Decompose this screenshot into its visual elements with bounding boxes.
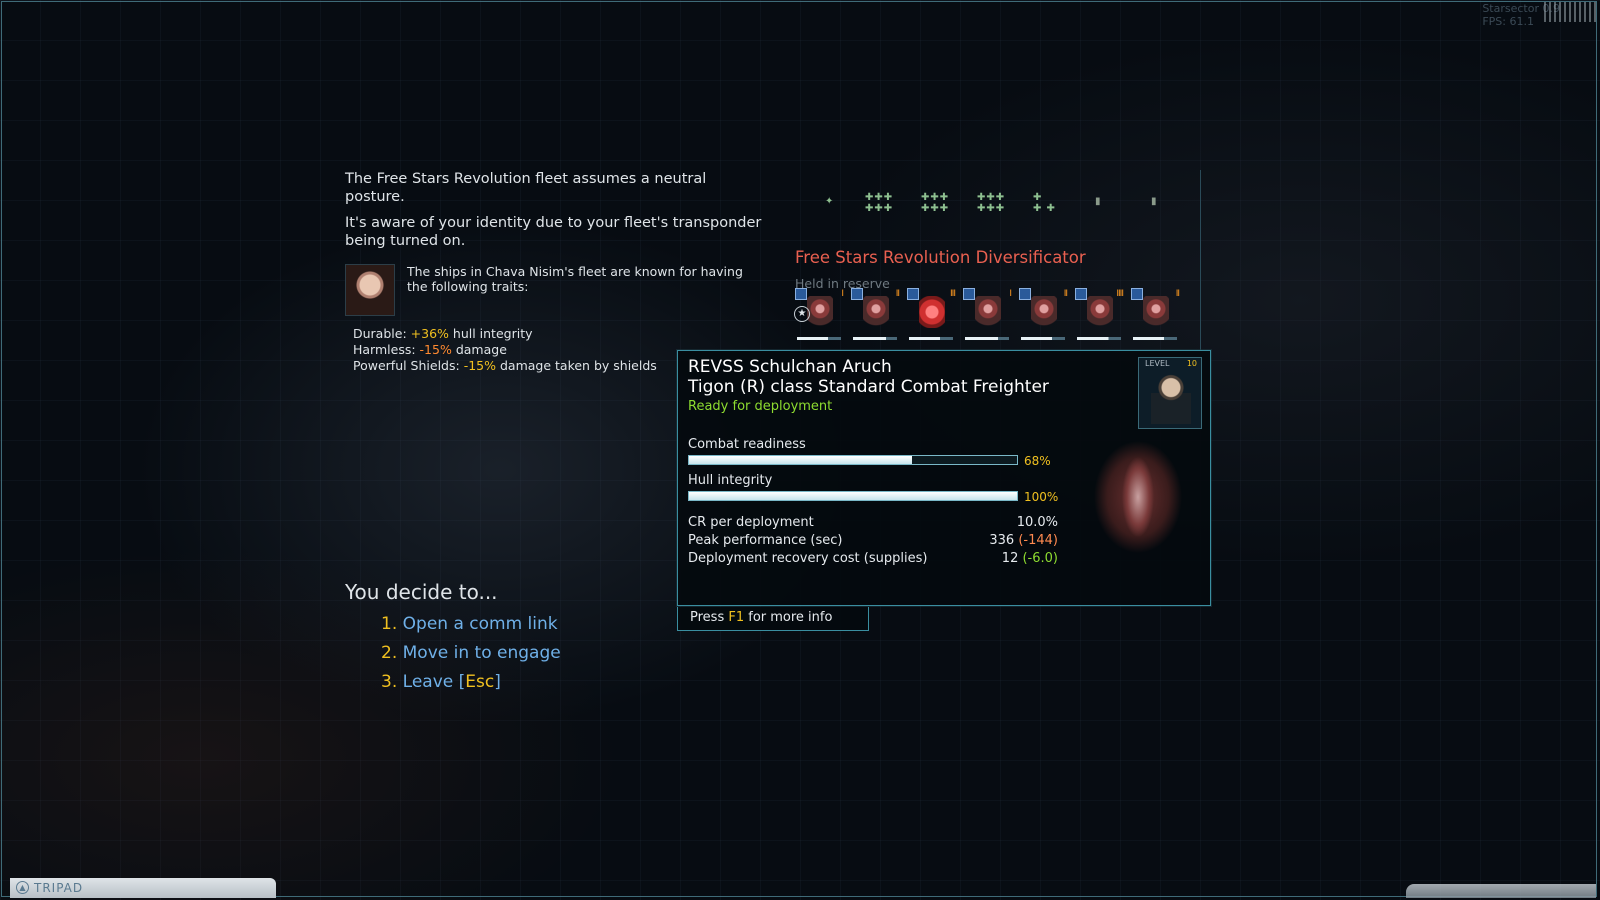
fighter-wing-icon: ✚✚ ✚ — [1033, 192, 1056, 214]
posture-text: The Free Stars Revolution fleet assumes … — [345, 171, 707, 205]
ship-sprite-icon — [1087, 296, 1113, 328]
commander-portrait — [345, 264, 395, 316]
ship-cr-bar — [1077, 337, 1121, 340]
combat-readiness-label: Combat readiness — [688, 437, 806, 452]
fleet-ship[interactable]: II — [1131, 288, 1181, 342]
combat-readiness-bar — [688, 455, 1018, 465]
fleet-ship[interactable]: I★ — [794, 288, 845, 342]
ship-sprite-icon — [1031, 296, 1057, 328]
officer-icon — [1131, 288, 1143, 300]
fighter-wing-icon: ✚✚✚✚✚✚ — [977, 192, 1006, 214]
enemy-fleet-panel: ✦ ✚✚✚✚✚✚ ✚✚✚✚✚✚ ✚✚✚✚✚✚ ✚✚ ✚ ▮ ▮ Free Sta… — [794, 170, 1201, 350]
fleet-ship[interactable]: I — [963, 288, 1013, 342]
ship-dmod-pips: IIII — [1116, 289, 1124, 299]
hull-integrity-label: Hull integrity — [688, 473, 773, 488]
tripad-logo-icon: ▲ — [16, 881, 29, 894]
drone-icon: ▮ — [1151, 196, 1158, 207]
trait-durable: Durable: +36% hull integrity — [353, 326, 533, 341]
ship-cr-bar — [797, 337, 841, 340]
combat-readiness-value: 68% — [1024, 454, 1051, 468]
trait-harmless: Harmless: -15% damage — [353, 342, 507, 357]
ship-cr-bar — [1133, 337, 1177, 340]
ship-dmod-pips: II — [1063, 289, 1068, 299]
ship-sprite-icon — [807, 296, 833, 328]
ship-name: REVSS Schulchan Aruch — [688, 357, 892, 377]
ship-dmod-pips: II — [895, 289, 900, 299]
drone-icon: ▮ — [1095, 196, 1102, 207]
fighter-wing-icon: ✚✚✚✚✚✚ — [921, 192, 950, 214]
hull-integrity-value: 100% — [1024, 490, 1059, 504]
more-info-hint: Press F1 for more info — [677, 607, 869, 631]
game-version: Starsector 0.9 — [1482, 2, 1560, 15]
combat-readiness-fill — [689, 456, 913, 464]
level-value: 10 — [1186, 359, 1197, 368]
tripad-label: TRIPAD — [34, 881, 84, 895]
stat-deployment-recovery-cost: Deployment recovery cost (supplies) 12 (… — [688, 551, 1058, 566]
fps-counter: FPS: 61.1 — [1482, 15, 1534, 28]
ship-sprite-icon — [1143, 296, 1169, 328]
identity-text: It's aware of your identity due to your … — [345, 215, 762, 249]
ship-cr-bar — [1021, 337, 1065, 340]
fleet-ship[interactable]: II — [851, 288, 901, 342]
option-leave[interactable]: 3. Leave [Esc] — [381, 672, 501, 692]
ship-dmod-pips: I — [841, 289, 843, 299]
bottom-right-panel[interactable] — [1406, 884, 1596, 898]
commander-traits-intro: The ships in Chava Nisim's fleet are kno… — [407, 264, 743, 294]
officer-icon — [907, 288, 919, 300]
captain-portrait: LEVEL 10 — [1138, 357, 1202, 429]
hull-integrity-fill — [689, 492, 1017, 500]
ship-cr-bar — [965, 337, 1009, 340]
officer-icon — [1075, 288, 1087, 300]
fighter-wing-icon: ✦ — [825, 196, 835, 207]
fighter-wing-icon: ✚✚✚✚✚✚ — [865, 192, 894, 214]
officer-icon — [1019, 288, 1031, 300]
fleet-ship[interactable]: IIII — [1075, 288, 1125, 342]
commander-info: The ships in Chava Nisim's fleet are kno… — [345, 264, 765, 316]
decision-menu: You decide to... 1. Open a comm link 2. … — [345, 580, 561, 697]
deployment-status: Ready for deployment — [688, 399, 833, 414]
hud-menu-button[interactable] — [1544, 2, 1596, 22]
ship-dmod-pips: I — [1009, 289, 1011, 299]
trait-list: Durable: +36% hull integrity Harmless: -… — [345, 326, 765, 374]
option-move-in-to-engage[interactable]: 2. Move in to engage — [381, 643, 561, 663]
ship-cr-bar — [909, 337, 953, 340]
ship-cr-bar — [853, 337, 897, 340]
option-open-comm-link[interactable]: 1. Open a comm link — [381, 614, 558, 634]
reserve-label: Held in reserve — [795, 276, 890, 291]
ship-sprite-icon — [975, 296, 1001, 328]
hud-info: Starsector 0.9 FPS: 61.1 — [1482, 2, 1560, 28]
ship-tooltip: REVSS Schulchan Aruch Tigon (R) class St… — [677, 350, 1211, 606]
stat-peak-performance: Peak performance (sec) 336 (-144) — [688, 533, 1058, 548]
officer-icon — [963, 288, 975, 300]
tripad-tab[interactable]: ▲ TRIPAD — [10, 878, 276, 898]
trait-powerful-shields: Powerful Shields: -15% damage taken by s… — [353, 358, 657, 373]
ship-sprite-icon — [919, 296, 945, 328]
interaction-dialog: The Free Stars Revolution fleet assumes … — [345, 170, 765, 374]
decision-title: You decide to... — [345, 580, 498, 604]
ship-dmod-pips: III — [950, 289, 956, 299]
ship-dmod-pips: II — [1175, 289, 1180, 299]
ship-class: Tigon (R) class Standard Combat Freighte… — [688, 377, 1049, 397]
hull-integrity-bar — [688, 491, 1018, 501]
captain-image — [1151, 372, 1191, 424]
officer-icon — [795, 288, 807, 300]
fleet-ship[interactable]: II — [1019, 288, 1069, 342]
ship-sprite — [1088, 437, 1188, 557]
fleet-name: Free Stars Revolution Diversificator — [795, 248, 1086, 267]
ship-sprite-icon — [863, 296, 889, 328]
fleet-ship[interactable]: III — [907, 288, 957, 342]
stat-cr-per-deployment: CR per deployment 10.0% — [688, 515, 1058, 530]
flagship-star-icon: ★ — [794, 306, 810, 322]
officer-icon — [851, 288, 863, 300]
level-label: LEVEL — [1145, 359, 1170, 368]
